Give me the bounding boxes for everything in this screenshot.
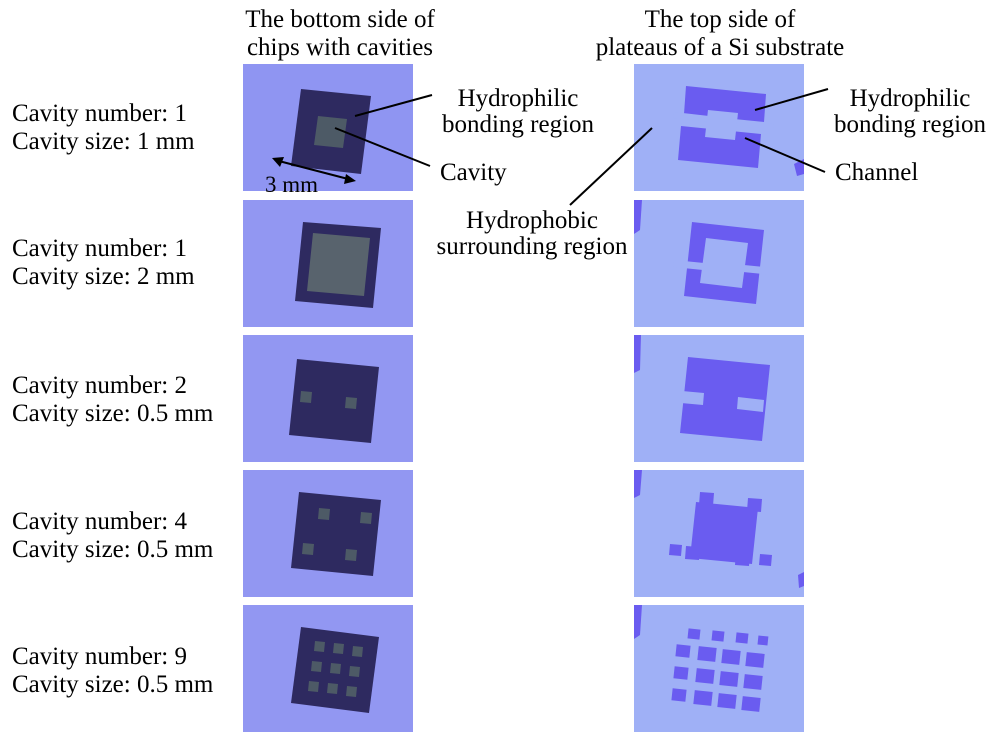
cavity-number-label: Cavity number: 1: [12, 235, 187, 262]
row-label-3: Cavity number: 2 Cavity size: 0.5 mm: [12, 372, 213, 428]
hydrophilic-left-line-1: Hydrophilic: [457, 85, 579, 112]
cavity-size-label: Cavity size: 0.5 mm: [12, 671, 214, 698]
row-label-4: Cavity number: 4 Cavity size: 0.5 mm: [12, 508, 213, 564]
chip-photo-4: [243, 470, 413, 597]
row-label-2: Cavity number: 1 Cavity size: 2 mm: [12, 235, 195, 291]
hydrophilic-label-left: Hydrophilic bonding region: [438, 86, 598, 138]
right-header-line-1: The top side of: [644, 6, 796, 33]
chip-photo-5: [243, 605, 413, 732]
cavity-number-label: Cavity number: 9: [12, 643, 187, 670]
plateau-photo-3: [634, 335, 804, 462]
right-header-line-2: plateaus of a Si substrate: [595, 34, 845, 61]
cavity-size-label: Cavity size: 0.5 mm: [12, 400, 214, 427]
plateau-photo-2: [634, 200, 804, 327]
hydrophobic-line-1: Hydrophobic: [466, 207, 598, 234]
cavity-number-label: Cavity number: 4: [12, 508, 187, 535]
chip-photo-3: [243, 335, 413, 462]
cavity-size-label: Cavity size: 1 mm: [12, 128, 195, 155]
hydrophobic-line-2: surrounding region: [436, 233, 628, 260]
left-header-line-2: chips with cavities: [246, 34, 434, 61]
cavity-label: Cavity: [440, 159, 507, 186]
hydrophilic-label-right: Hydrophilic bonding region: [830, 86, 990, 138]
right-column-header: The top side of plateaus of a Si substra…: [585, 6, 855, 62]
hydrophilic-right-line-1: Hydrophilic: [849, 85, 971, 112]
cavity-number-label: Cavity number: 1: [12, 100, 187, 127]
channel-label: Channel: [835, 159, 919, 186]
plateau-photo-5: [634, 605, 804, 732]
plateau-photo-1: [634, 64, 804, 191]
cavity-size-label: Cavity size: 2 mm: [12, 263, 195, 290]
hydrophilic-right-line-2: bonding region: [833, 111, 987, 138]
cavity-number-label: Cavity number: 2: [12, 372, 187, 399]
hydrophilic-left-line-2: bonding region: [441, 111, 595, 138]
row-label-1: Cavity number: 1 Cavity size: 1 mm: [12, 100, 195, 156]
cavity-size-label: Cavity size: 0.5 mm: [12, 536, 214, 563]
row-label-5: Cavity number: 9 Cavity size: 0.5 mm: [12, 643, 213, 699]
left-column-header: The bottom side of chips with cavities: [205, 6, 475, 62]
scale-label: 3 mm: [265, 172, 319, 197]
left-header-line-1: The bottom side of: [245, 6, 435, 33]
hydrophobic-label: Hydrophobic surrounding region: [434, 208, 630, 260]
plateau-photo-4: [634, 470, 804, 597]
chip-photo-2: [243, 200, 413, 327]
